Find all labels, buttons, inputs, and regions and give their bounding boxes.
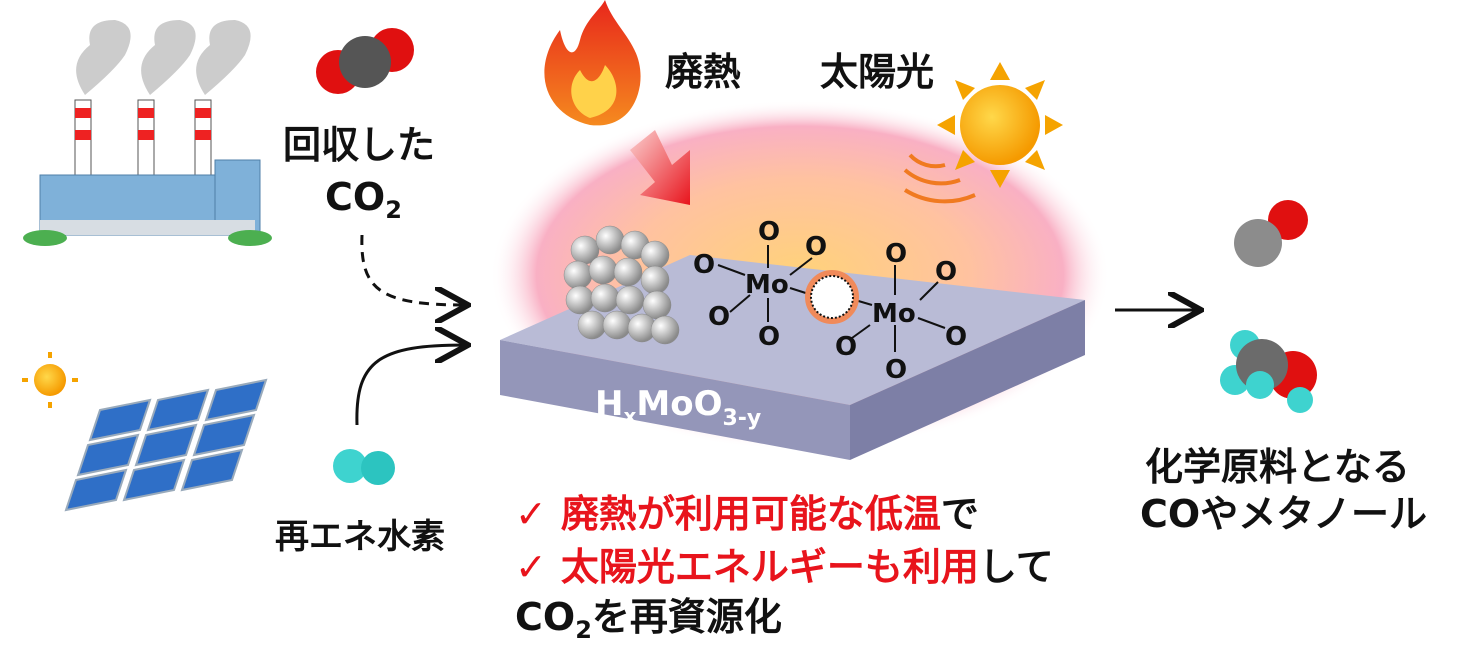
oxygen-atom: O: [758, 217, 780, 247]
mo-atom: Mo: [872, 299, 916, 329]
hydrogen-label: 再エネ水素: [275, 517, 445, 557]
methanol-molecule-icon: [1220, 330, 1317, 413]
oxygen-atom: O: [885, 355, 907, 385]
oxygen-atom: O: [885, 239, 907, 269]
flame-icon: [544, 0, 641, 126]
factory-illustration: [23, 20, 272, 246]
bullet-low-temp: ✓廃熱が利用可能な低温で: [515, 492, 979, 536]
solar-panel-illustration: [22, 352, 268, 512]
oxygen-atom: O: [708, 302, 730, 332]
co-molecule-icon: [1234, 200, 1308, 267]
conclusion-text: CO2を再資源化: [515, 595, 782, 644]
sunlight-label: 太陽光: [820, 50, 934, 94]
waste-heat-label: 廃熱: [665, 50, 741, 94]
arrow-hydrogen: [355, 345, 465, 426]
oxygen-atom: O: [758, 322, 780, 352]
sun-icon: [903, 62, 1063, 204]
mo-atom: Mo: [745, 270, 789, 300]
dashed-arrow-co2: [360, 234, 465, 305]
metal-nanoparticle-cluster: [563, 225, 680, 345]
catalyst-slab: [500, 255, 1085, 460]
oxygen-atom: O: [945, 322, 967, 352]
oxygen-atom: O: [805, 232, 827, 262]
catalyst-formula: HxMoO3-y: [595, 384, 761, 431]
heat-arrow: [630, 130, 690, 205]
co2-label: 回収した: [283, 123, 435, 167]
products-line2: COやメタノール: [1140, 492, 1427, 536]
co2-molecule-icon: [316, 28, 414, 94]
oxygen-atom: O: [935, 257, 957, 287]
co2-formula: CO2: [325, 175, 402, 224]
products-line1: 化学原料となる: [1145, 445, 1410, 489]
oxygen-atom: O: [835, 332, 857, 362]
oxygen-atom: O: [693, 250, 715, 280]
bullet-solar: ✓太陽光エネルギーも利用して: [515, 545, 1054, 589]
hydrogen-molecule-icon: [333, 449, 395, 485]
